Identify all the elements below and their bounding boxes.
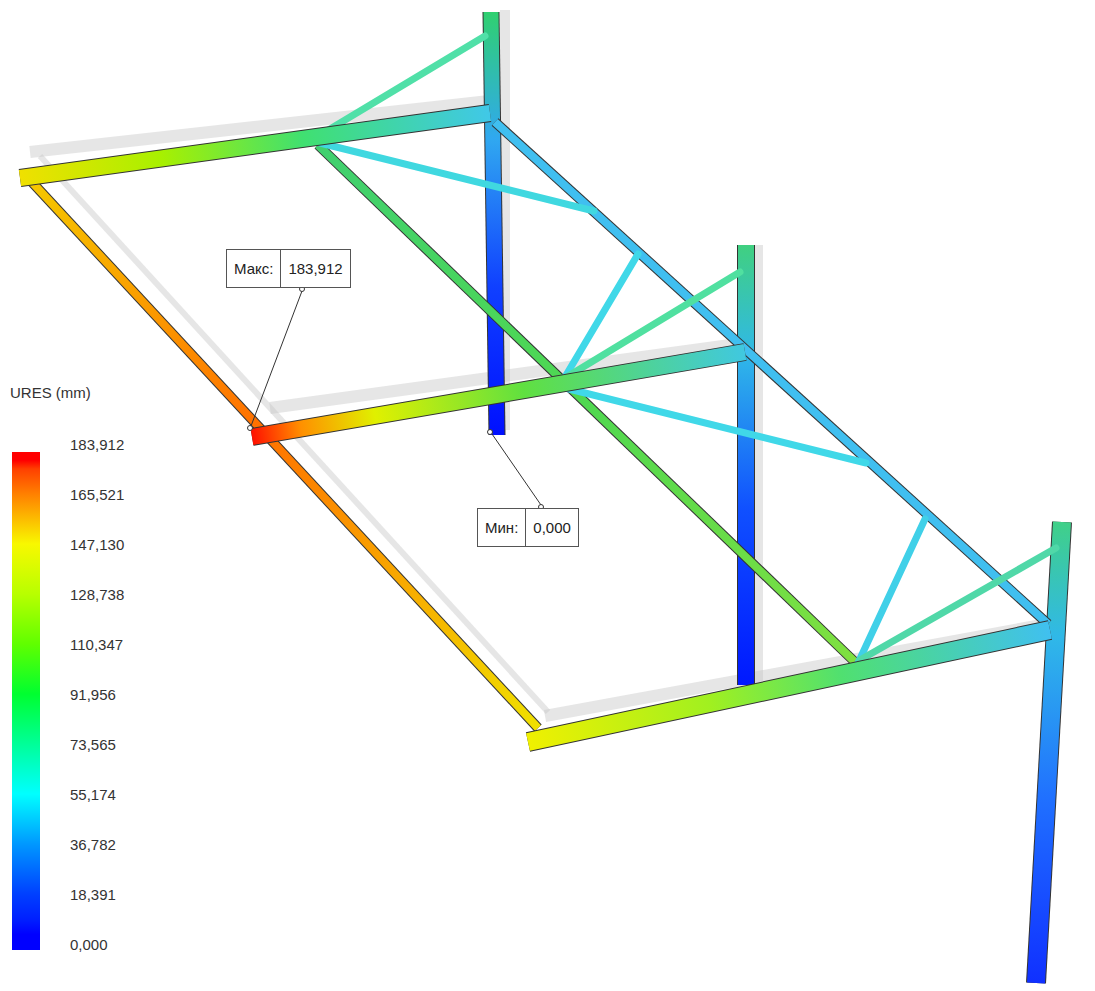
color-bar-value: 128,738 xyxy=(70,586,124,603)
color-bar-value: 91,956 xyxy=(70,686,116,703)
color-bar-segment xyxy=(12,669,40,719)
color-bar-value: 36,782 xyxy=(70,836,116,853)
color-bar-segment xyxy=(12,519,40,569)
callout-caption: Мин: xyxy=(478,509,525,546)
callout-value: 183,912 xyxy=(280,250,349,287)
color-bar-value: 147,130 xyxy=(70,536,124,553)
color-bar-segment xyxy=(12,819,40,869)
color-bar-segment xyxy=(12,769,40,819)
color-bar-segment xyxy=(12,469,40,519)
color-bar-value: 0,000 xyxy=(70,936,108,953)
color-bar-segment xyxy=(12,569,40,619)
color-bar-segment xyxy=(12,919,40,950)
color-bar-segment xyxy=(12,869,40,919)
color-bar-segment xyxy=(12,719,40,769)
callout-value: 0,000 xyxy=(525,509,578,546)
color-bar-value: 110,347 xyxy=(70,636,123,653)
color-bar-value: 55,174 xyxy=(70,786,116,803)
color-bar-value: 18,391 xyxy=(70,886,116,903)
color-bar-value: 165,521 xyxy=(70,486,124,503)
color-bar-segment xyxy=(12,452,40,469)
callout-caption: Макс: xyxy=(227,250,280,287)
color-bar-segment xyxy=(12,619,40,669)
color-bar-value: 73,565 xyxy=(70,736,116,753)
color-bar-value: 183,912 xyxy=(70,436,124,453)
legend-title: URES (mm) xyxy=(10,384,91,401)
callout-box: Макс:183,912 xyxy=(226,249,351,288)
callout-box: Мин:0,000 xyxy=(477,508,579,547)
